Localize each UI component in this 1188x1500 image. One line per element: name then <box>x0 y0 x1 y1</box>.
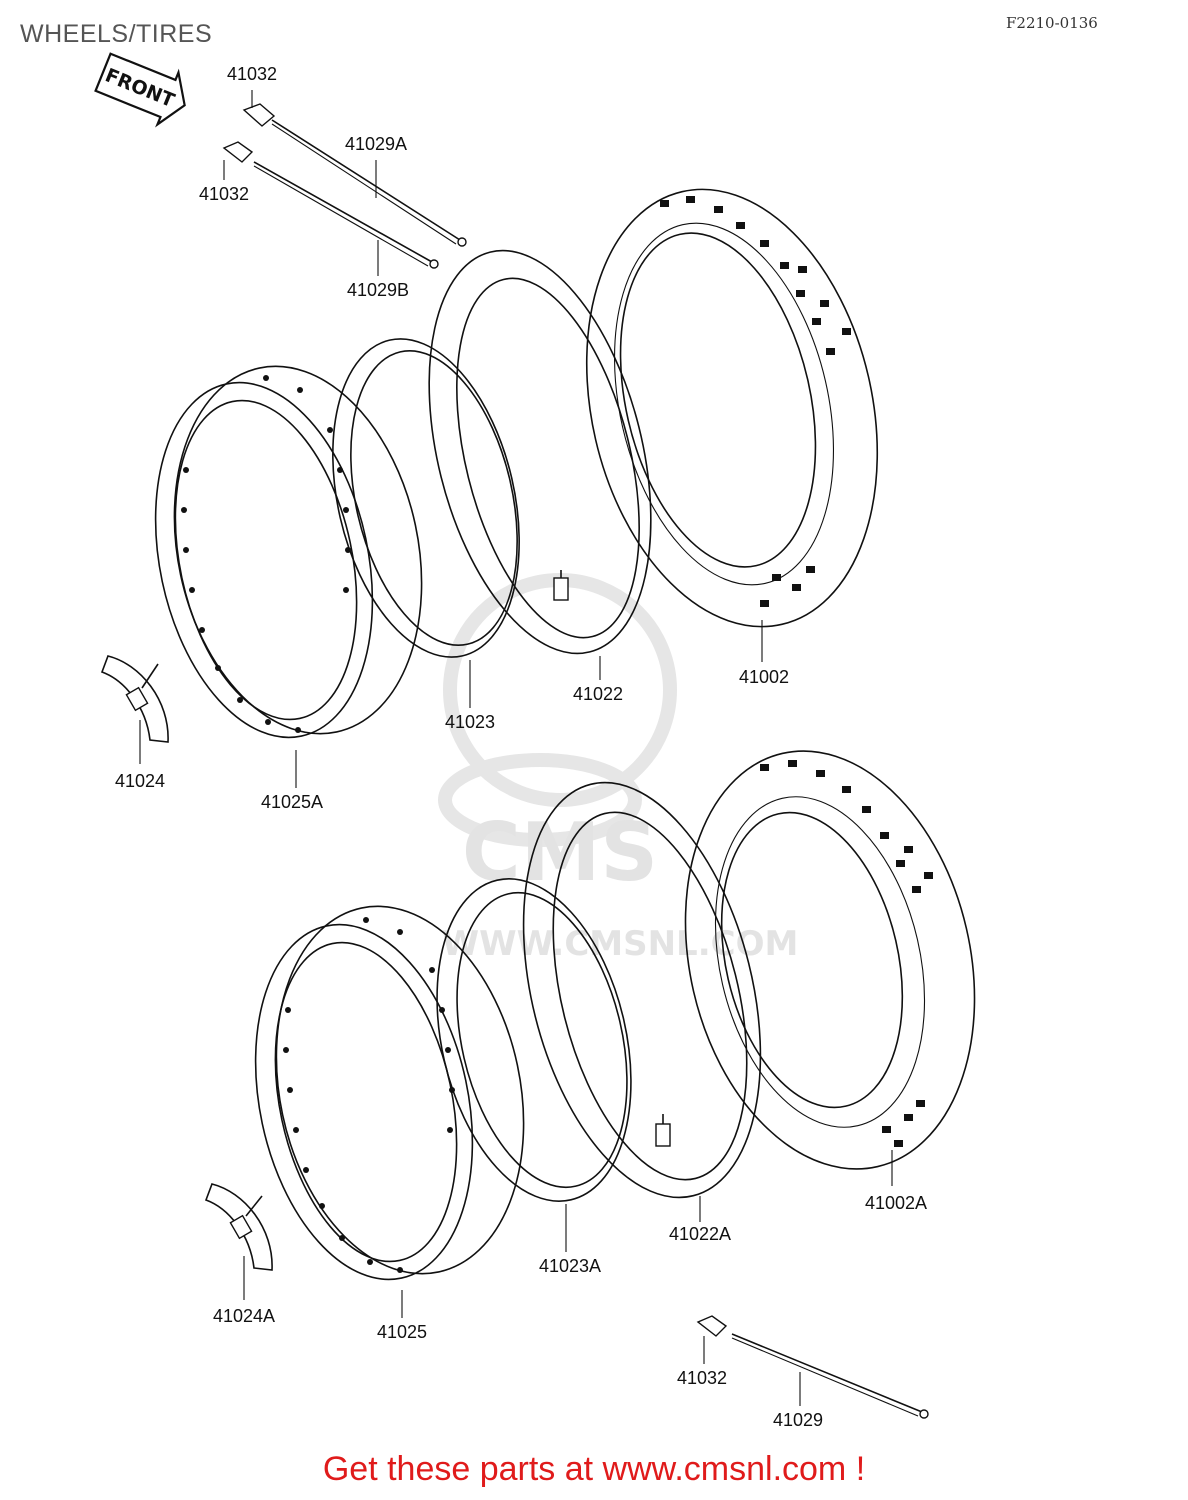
front-tire <box>585 188 879 628</box>
front-rim <box>154 365 423 739</box>
watermark-url: WWW.CMSNL.COM <box>442 924 799 964</box>
front-leaders <box>139 90 763 788</box>
diagram-code: F2210-0136 <box>1006 14 1098 32</box>
front-rim-band <box>332 338 520 658</box>
front-spoke-b <box>222 141 439 269</box>
label-41029B: 41029B <box>347 280 409 300</box>
rear-rim <box>254 905 525 1281</box>
label-41002A: 41002A <box>865 1193 927 1213</box>
label-41002: 41002 <box>739 667 789 687</box>
label-41025A: 41025A <box>261 792 323 812</box>
diagram-title: WHEELS/TIRES <box>20 20 213 48</box>
label-41024: 41024 <box>115 771 165 791</box>
label-41032-top: 41032 <box>227 64 277 84</box>
watermark-logo: CMS <box>462 806 658 899</box>
rear-tube <box>522 781 762 1199</box>
front-tube <box>428 249 652 655</box>
label-41022A: 41022A <box>669 1224 731 1244</box>
label-41032-mid: 41032 <box>199 184 249 204</box>
label-41024A: 41024A <box>213 1306 275 1326</box>
footer-link[interactable]: Get these parts at www.cmsnl.com ! <box>322 1450 866 1488</box>
label-41029: 41029 <box>773 1410 823 1430</box>
label-41023: 41023 <box>445 712 495 732</box>
rear-rim-lock <box>204 1183 273 1271</box>
rear-spoke <box>696 1315 929 1419</box>
front-arrow-icon: FRONT <box>94 52 186 128</box>
rear-rim-band <box>436 878 632 1202</box>
front-spoke-a <box>242 103 467 247</box>
label-41023A: 41023A <box>539 1256 601 1276</box>
rear-tire <box>684 750 976 1170</box>
rear-leaders <box>243 1150 893 1406</box>
front-rim-lock <box>100 655 169 743</box>
label-41022: 41022 <box>573 684 623 704</box>
label-41029A: 41029A <box>345 134 407 154</box>
label-41025: 41025 <box>377 1322 427 1342</box>
label-41032-bottom: 41032 <box>677 1368 727 1388</box>
